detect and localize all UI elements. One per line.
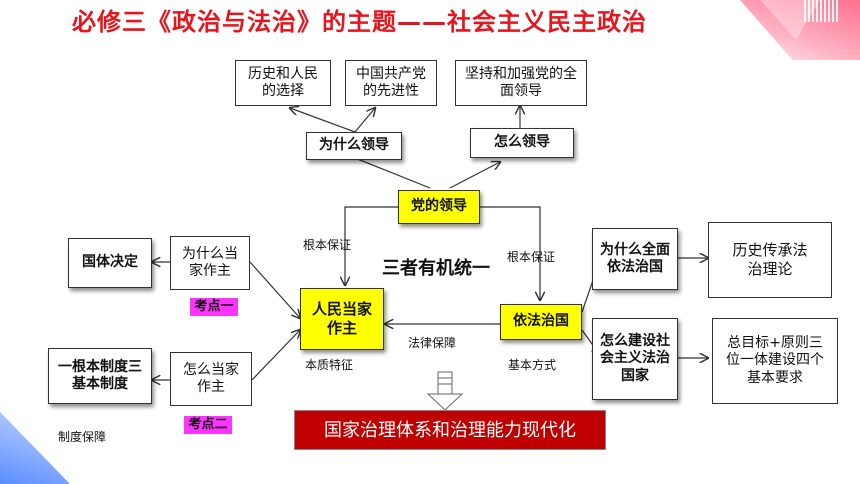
- page-title: 必修三《政治与法治》的主题——社会主义民主政治: [72, 8, 647, 36]
- state-nature-box: 国体决定: [68, 238, 152, 288]
- point-two-tag: 考点二: [184, 416, 232, 434]
- fundamental-guarantee-left-label: 根本保证: [303, 238, 352, 252]
- down-arrow-icon: [426, 371, 464, 411]
- basic-way-label: 基本方式: [508, 358, 557, 372]
- people-master-box: 人民当家作主: [300, 288, 384, 350]
- fundamental-guarantee-right-label: 根本保证: [507, 250, 556, 264]
- why-master-box: 为什么当家作主: [170, 236, 250, 290]
- rule-of-law-box: 依法治国: [500, 304, 582, 340]
- essential-feature-label: 本质特征: [305, 358, 354, 372]
- modernization-banner: 国家治理体系和治理能力现代化: [294, 410, 606, 450]
- cpc-advanced-box: 中国共产党的先进性: [345, 60, 437, 106]
- one-three-system-box: 一根本制度三基本制度: [48, 348, 152, 404]
- system-guarantee-label: 制度保障: [58, 430, 107, 444]
- how-lead-box: 怎么领导: [470, 128, 574, 158]
- organic-unity-label: 三者有机统一: [382, 258, 490, 279]
- history-theory-box: 历史传承法治理论: [708, 222, 832, 298]
- why-rule-of-law-box: 为什么全面依法治国: [592, 228, 678, 290]
- why-lead-box: 为什么领导: [306, 132, 402, 160]
- legal-guarantee-label: 法律保障: [408, 336, 457, 350]
- point-one-tag: 考点一: [190, 298, 238, 316]
- how-master-box: 怎么当家作主: [170, 352, 252, 406]
- how-build-rule-of-law-box: 怎么建设社会主义法治国家: [592, 318, 678, 400]
- barcode-decoration: [804, 0, 838, 22]
- goals-principles-box: 总目标+原则三位一体建设四个基本要求: [712, 318, 838, 404]
- history-choice-box: 历史和人民的选择: [235, 60, 331, 106]
- party-leadership-box: 党的领导: [398, 190, 480, 224]
- strengthen-lead-box: 坚持和加强党的全面领导: [455, 60, 587, 106]
